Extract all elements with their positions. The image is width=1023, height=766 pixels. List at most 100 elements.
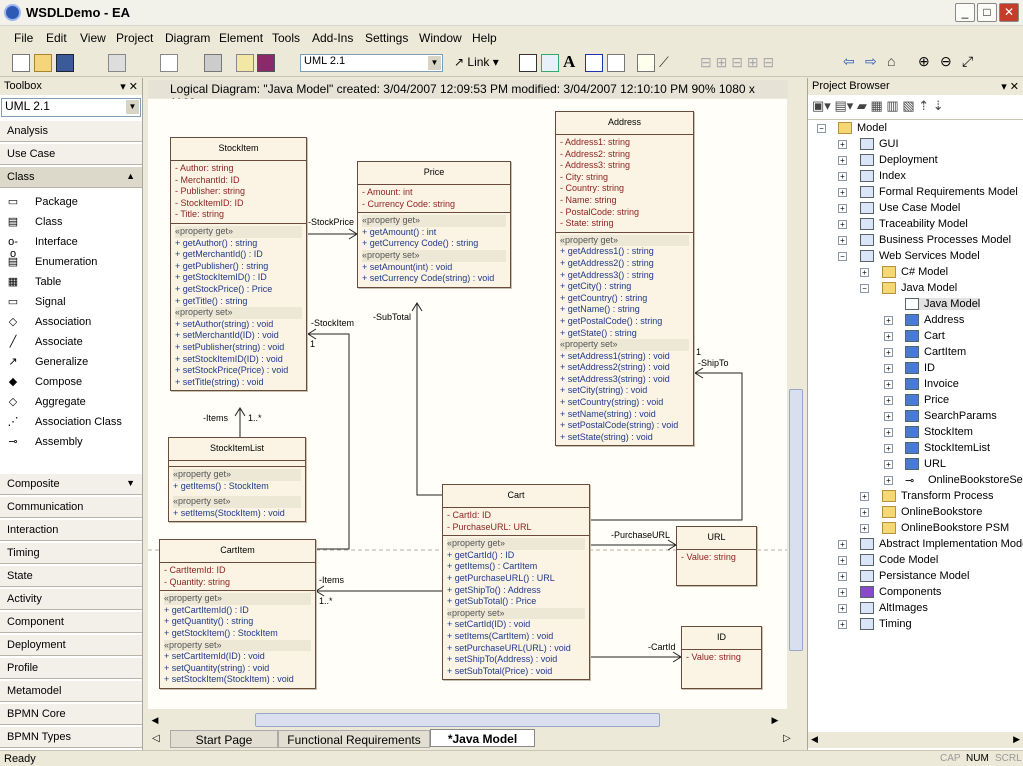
class-stockitem[interactable]: StockItem - Author: string - MerchantId:… (170, 137, 307, 391)
toolbox-aggregate[interactable]: ◇Aggregate (6, 396, 86, 414)
back-icon[interactable]: ⇦ (843, 53, 855, 70)
tree-expander[interactable]: + (838, 540, 847, 549)
tree-item-formal-requirements[interactable]: Formal Requirements Model (860, 186, 1018, 198)
tree-item-timing[interactable]: Timing (860, 618, 912, 630)
tree-item-onlinebookstore[interactable]: OnlineBookstore (882, 506, 982, 518)
tree-expander[interactable]: + (884, 428, 893, 437)
tree-item-deployment[interactable]: Deployment (860, 154, 938, 166)
tree-item-gui[interactable]: GUI (860, 138, 899, 150)
toolbox-cat-timing[interactable]: Timing (0, 542, 142, 564)
diagram-vertical-scrollbar[interactable] (788, 99, 804, 709)
toolbox-cat-bpmn-core[interactable]: BPMN Core (0, 703, 142, 725)
project-horizontal-scrollbar[interactable]: ◀ ▶ (808, 732, 1023, 748)
tree-expander[interactable]: + (860, 524, 869, 533)
tree-item-cart[interactable]: Cart (905, 330, 945, 342)
tree-expander[interactable]: + (838, 220, 847, 229)
tab-java-model[interactable]: *Java Model (430, 729, 535, 747)
tree-expander[interactable]: + (884, 396, 893, 405)
toolbox-association[interactable]: ◇Association (6, 316, 91, 334)
tree-expander[interactable]: + (860, 508, 869, 517)
tab-start-page[interactable]: Start Page (170, 730, 278, 748)
toolbox-class[interactable]: ▤Class (6, 216, 63, 234)
notes-icon[interactable] (236, 54, 254, 72)
tree-expander[interactable]: + (838, 140, 847, 149)
class-id[interactable]: ID - Value: string (681, 626, 762, 689)
tree-expander[interactable]: + (838, 588, 847, 597)
tree-expander[interactable]: + (838, 204, 847, 213)
tree-expander[interactable]: + (838, 556, 847, 565)
tree-item-index[interactable]: Index (860, 170, 906, 182)
tree-item-components[interactable]: Components (860, 586, 941, 598)
zoom-out-icon[interactable]: ⊖ (940, 53, 952, 70)
print-preview-icon[interactable] (160, 54, 178, 72)
hierarchy-icon[interactable]: ▥ (886, 98, 898, 113)
class-cartitem[interactable]: CartItem - CartItemId: ID - Quantity: st… (159, 539, 316, 689)
tree-item-persistance-model[interactable]: Persistance Model (860, 570, 970, 582)
menu-file[interactable]: File (14, 31, 33, 45)
tree-expander[interactable]: + (884, 412, 893, 421)
toolbox-assembly[interactable]: ⊸Assembly (6, 436, 83, 454)
scroll-left-icon[interactable]: ◀ (811, 734, 818, 745)
tree-expander[interactable]: + (884, 364, 893, 373)
tree-item-id[interactable]: ID (905, 362, 935, 374)
tree-expander[interactable]: − (838, 252, 847, 261)
zoom-in-icon[interactable]: ⊕ (918, 53, 930, 70)
tree-item-stockitem[interactable]: StockItem (905, 426, 973, 438)
toolbox-table[interactable]: ▦Table (6, 276, 61, 294)
tree-item-stockitemlist[interactable]: StockItemList (905, 442, 990, 454)
tree-item-searchparams[interactable]: SearchParams (905, 410, 997, 422)
legend-icon[interactable] (607, 54, 625, 72)
toolbox-compose[interactable]: ◆Compose (6, 376, 82, 394)
class-address[interactable]: Address - Address1: string - Address2: s… (555, 111, 694, 446)
hyperlink-icon[interactable] (585, 54, 603, 72)
tab-scroll-right-icon[interactable]: ▷ (783, 733, 791, 744)
print-icon[interactable] (204, 54, 222, 72)
class-stockitemlist[interactable]: StockItemList «property get» + getItems(… (168, 437, 306, 522)
tab-functional-requirements[interactable]: Functional Requirements (278, 730, 430, 748)
scroll-left-icon[interactable]: ◀ (148, 713, 162, 727)
tree-item-onlinebookstoreserv[interactable]: ⊸OnlineBookstoreServ (905, 474, 1023, 486)
toolbox-package[interactable]: ▭Package (6, 196, 78, 214)
toolbox-cat-communication[interactable]: Communication (0, 496, 142, 518)
tree-item-price[interactable]: Price (905, 394, 949, 406)
text-icon[interactable]: A (563, 52, 575, 72)
tree-item-code-model[interactable]: Code Model (860, 554, 938, 566)
horizontal-scroll-thumb[interactable] (255, 713, 660, 727)
tree-item-onlinebookstore-psm[interactable]: OnlineBookstore PSM (882, 522, 1009, 534)
class-url[interactable]: URL - Value: string (676, 526, 757, 586)
tree-expander[interactable]: + (884, 476, 893, 485)
toolbox-cat-composite[interactable]: Composite▼ (0, 473, 142, 495)
minimize-button[interactable]: _ (955, 3, 975, 22)
toolbox-cat-profile[interactable]: Profile (0, 657, 142, 679)
tree-expander[interactable]: + (884, 348, 893, 357)
tree-expander[interactable]: + (838, 572, 847, 581)
open-icon[interactable] (34, 54, 52, 72)
save-icon[interactable] (56, 54, 74, 72)
new-diagram-icon[interactable]: ▦ (871, 98, 883, 113)
menu-tools[interactable]: Tools (272, 31, 300, 45)
menu-element[interactable]: Element (219, 31, 263, 45)
toolbox-close-icon[interactable]: ▾ ✕ (120, 80, 138, 93)
toolbox-cat-bpmn-types[interactable]: BPMN Types (0, 726, 142, 748)
menu-project[interactable]: Project (116, 31, 153, 45)
close-button[interactable]: ✕ (999, 3, 1019, 22)
toolbox-cat-deployment[interactable]: Deployment (0, 634, 142, 656)
rectangle-icon[interactable] (519, 54, 537, 72)
tree-item-address[interactable]: Address (905, 314, 964, 326)
toolbox-cat-analysis[interactable]: Analysis (0, 120, 142, 142)
toolbox-signal[interactable]: ▭Signal (6, 296, 66, 314)
toolbox-cat-class[interactable]: Class▲ (0, 166, 142, 188)
tree-item-web-services-model[interactable]: Web Services Model (860, 250, 980, 262)
tree-expander[interactable]: − (860, 284, 869, 293)
new-icon[interactable] (12, 54, 30, 72)
line-style-icon[interactable]: ⟋ (659, 54, 669, 71)
tree-item-url[interactable]: URL (905, 458, 946, 470)
properties-icon[interactable]: ▧ (902, 98, 914, 113)
tree-expander[interactable]: + (838, 172, 847, 181)
tab-scroll-left-icon[interactable]: ◁ (152, 733, 160, 744)
menu-window[interactable]: Window (419, 31, 462, 45)
toolbox-cat-use-case[interactable]: Use Case (0, 143, 142, 165)
tree-item-invoice[interactable]: Invoice (905, 378, 959, 390)
project-browser-close-icon[interactable]: ▾ ✕ (1001, 80, 1019, 93)
toolbox-profile-select[interactable]: UML 2.1▼ (1, 98, 141, 117)
